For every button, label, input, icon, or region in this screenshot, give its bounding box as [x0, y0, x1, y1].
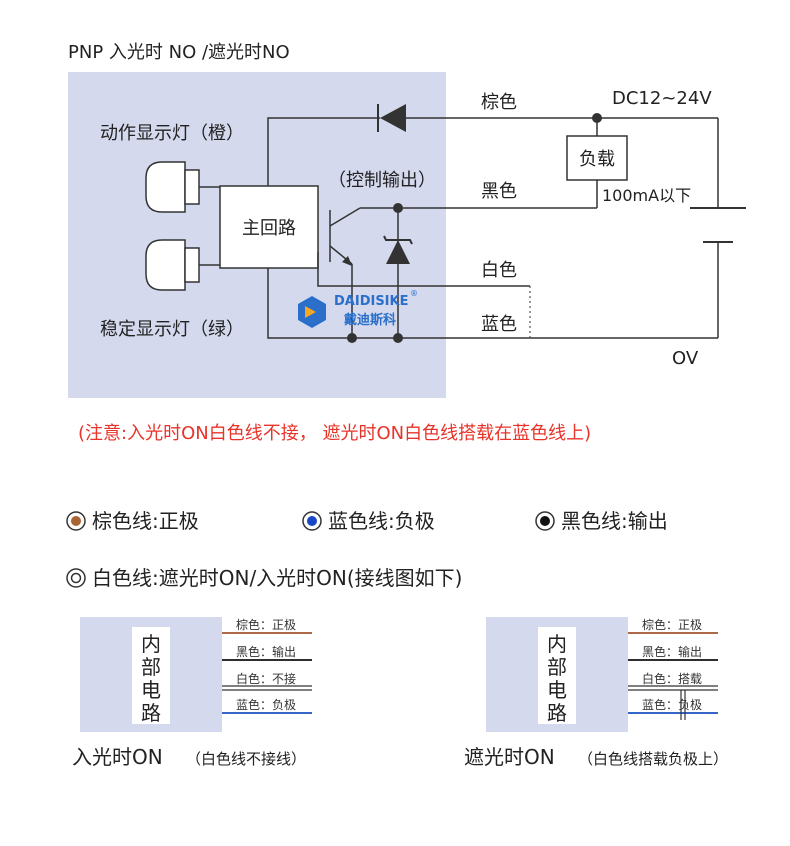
inner-label-char: 电: [141, 678, 161, 702]
panel-caption-main: 入光时ON: [72, 745, 163, 769]
brown-dot-icon: [71, 516, 81, 526]
blue-wire-label: 蓝色: [481, 314, 517, 335]
main-circuit-box: [219, 185, 319, 269]
transistor-arrow-icon: [342, 256, 352, 266]
wire-label: 蓝色：负极: [642, 698, 702, 712]
zener-diode-icon: [383, 235, 413, 264]
brown-wire-label: 棕色: [481, 92, 517, 113]
wire-label: 黑色：输出: [642, 644, 702, 659]
voltage-label: DC12~24V: [612, 88, 712, 109]
panel-caption-main: 遮光时ON: [464, 745, 555, 769]
blue-dot-icon: [307, 516, 317, 526]
panel-caption-sub: （白色线不接线）: [186, 750, 306, 768]
wiring-note: (注意:入光时ON白色线不接， 遮光时ON白色线搭载在蓝色线上): [78, 423, 591, 444]
wire-label: 白色：不接: [236, 671, 296, 686]
inner-label-char: 内: [141, 632, 161, 656]
panel-caption-sub: （白色线搭载负极上）: [578, 750, 728, 768]
control-output-label: （控制输出）: [328, 170, 436, 191]
inner-label-char: 电: [547, 678, 567, 702]
inner-label-char: 路: [547, 701, 567, 725]
black-wire-label: 黑色: [481, 181, 517, 202]
panel-dark-on: 内 部 电 路 棕色：正极 黑色：输出 白色：搭载 蓝色：负极 遮光时ON （白…: [464, 617, 728, 769]
legend-blue-text: 蓝色线:负极: [328, 509, 435, 533]
legend: 棕色线:正极 蓝色线:负极 黑色线:输出 白色线:遮光时ON/入光时ON(接线图…: [66, 509, 668, 590]
stable-led-icon: [145, 239, 220, 291]
legend-white-text: 白色线:遮光时ON/入光时ON(接线图如下): [92, 566, 463, 590]
action-led-icon: [145, 161, 220, 213]
legend-brown: 棕色线:正极: [66, 509, 199, 533]
white-dot-icon: [70, 572, 82, 584]
load-box: [566, 135, 628, 181]
diagram-title: PNP 入光时 NO /遮光时NO: [68, 42, 290, 63]
wire-label: 棕色：正极: [642, 617, 702, 632]
legend-black-text: 黑色线:输出: [561, 509, 668, 533]
load-label: 负载: [579, 149, 615, 170]
brand-logo: DAIDISIKE 戴迪斯科 ®: [298, 289, 418, 328]
stable-led-label: 稳定显示灯（绿）: [100, 319, 244, 340]
brand-logo-reg: ®: [410, 289, 418, 298]
legend-blue: 蓝色线:负极: [302, 509, 435, 533]
wire-label: 白色：搭载: [642, 671, 702, 686]
wire-label: 棕色：正极: [236, 617, 296, 632]
inner-label-char: 部: [141, 655, 161, 679]
inner-label-char: 内: [547, 632, 567, 656]
main-circuit-label: 主回路: [242, 218, 296, 239]
brand-logo-text: DAIDISIKE: [334, 294, 408, 309]
diode-icon: [377, 104, 406, 132]
ov-label: OV: [672, 348, 699, 369]
brand-logo-text-cn: 戴迪斯科: [344, 312, 396, 328]
action-led-label: 动作显示灯（橙）: [100, 123, 244, 144]
wire-label: 蓝色：负极: [236, 698, 296, 712]
legend-brown-text: 棕色线:正极: [92, 509, 199, 533]
inner-circuit-box: [538, 627, 576, 724]
black-dot-icon: [540, 516, 550, 526]
wire-label: 黑色：输出: [236, 644, 296, 659]
panel-light-on: 内 部 电 路 棕色：正极 黑色：输出 白色：不接 蓝色：负极 入光时ON （白…: [72, 617, 312, 769]
legend-black: 黑色线:输出: [535, 509, 668, 533]
battery-icon: [690, 207, 746, 243]
inner-circuit-box: [132, 627, 170, 724]
junction-dots: [347, 113, 602, 343]
inner-label-char: 部: [547, 655, 567, 679]
legend-white: 白色线:遮光时ON/入光时ON(接线图如下): [66, 566, 463, 590]
white-wire-label: 白色: [481, 260, 517, 281]
inner-label-char: 路: [141, 701, 161, 725]
current-label: 100mA以下: [602, 186, 691, 205]
